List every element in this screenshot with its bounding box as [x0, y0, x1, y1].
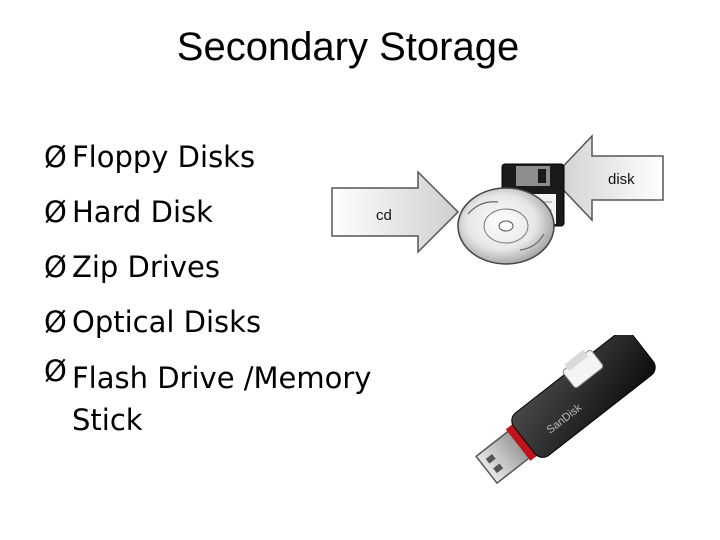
cd-disc-icon: [457, 187, 555, 265]
bullet-text: Zip Drives: [72, 250, 220, 284]
bullet-marker: Ø: [44, 305, 67, 339]
bullet-marker: Ø: [44, 250, 67, 284]
bullet-item: Ø Optical Disks: [44, 295, 444, 350]
bullet-marker: Ø: [44, 354, 67, 388]
cd-arrow: cd: [331, 170, 460, 254]
bullet-item: Ø Flash Drive /Memory Stick: [44, 350, 444, 441]
bullet-text: Hard Disk: [72, 195, 213, 229]
bullet-item: Ø Floppy Disks: [44, 130, 444, 185]
usb-flash-drive-illustration: SanDisk: [475, 335, 656, 485]
bullet-item: Ø Hard Disk: [44, 185, 444, 240]
bullet-marker: Ø: [44, 195, 67, 229]
bullet-text: Flash Drive /Memory Stick: [72, 361, 372, 437]
disk-arrow: disk: [550, 134, 664, 222]
bullet-marker: Ø: [44, 140, 67, 174]
bullet-text: Optical Disks: [72, 305, 262, 339]
cd-floppy-illustration: cd disk: [331, 134, 664, 265]
slide-title: Secondary Storage: [176, 25, 520, 69]
bullet-list: Ø Floppy Disks Ø Hard Disk Ø Zip Drives …: [44, 130, 444, 441]
bullet-text: Floppy Disks: [72, 140, 256, 174]
bullet-item: Ø Zip Drives: [44, 240, 444, 295]
cd-arrow-label: cd: [376, 207, 392, 224]
disk-arrow-label: disk: [608, 171, 635, 188]
